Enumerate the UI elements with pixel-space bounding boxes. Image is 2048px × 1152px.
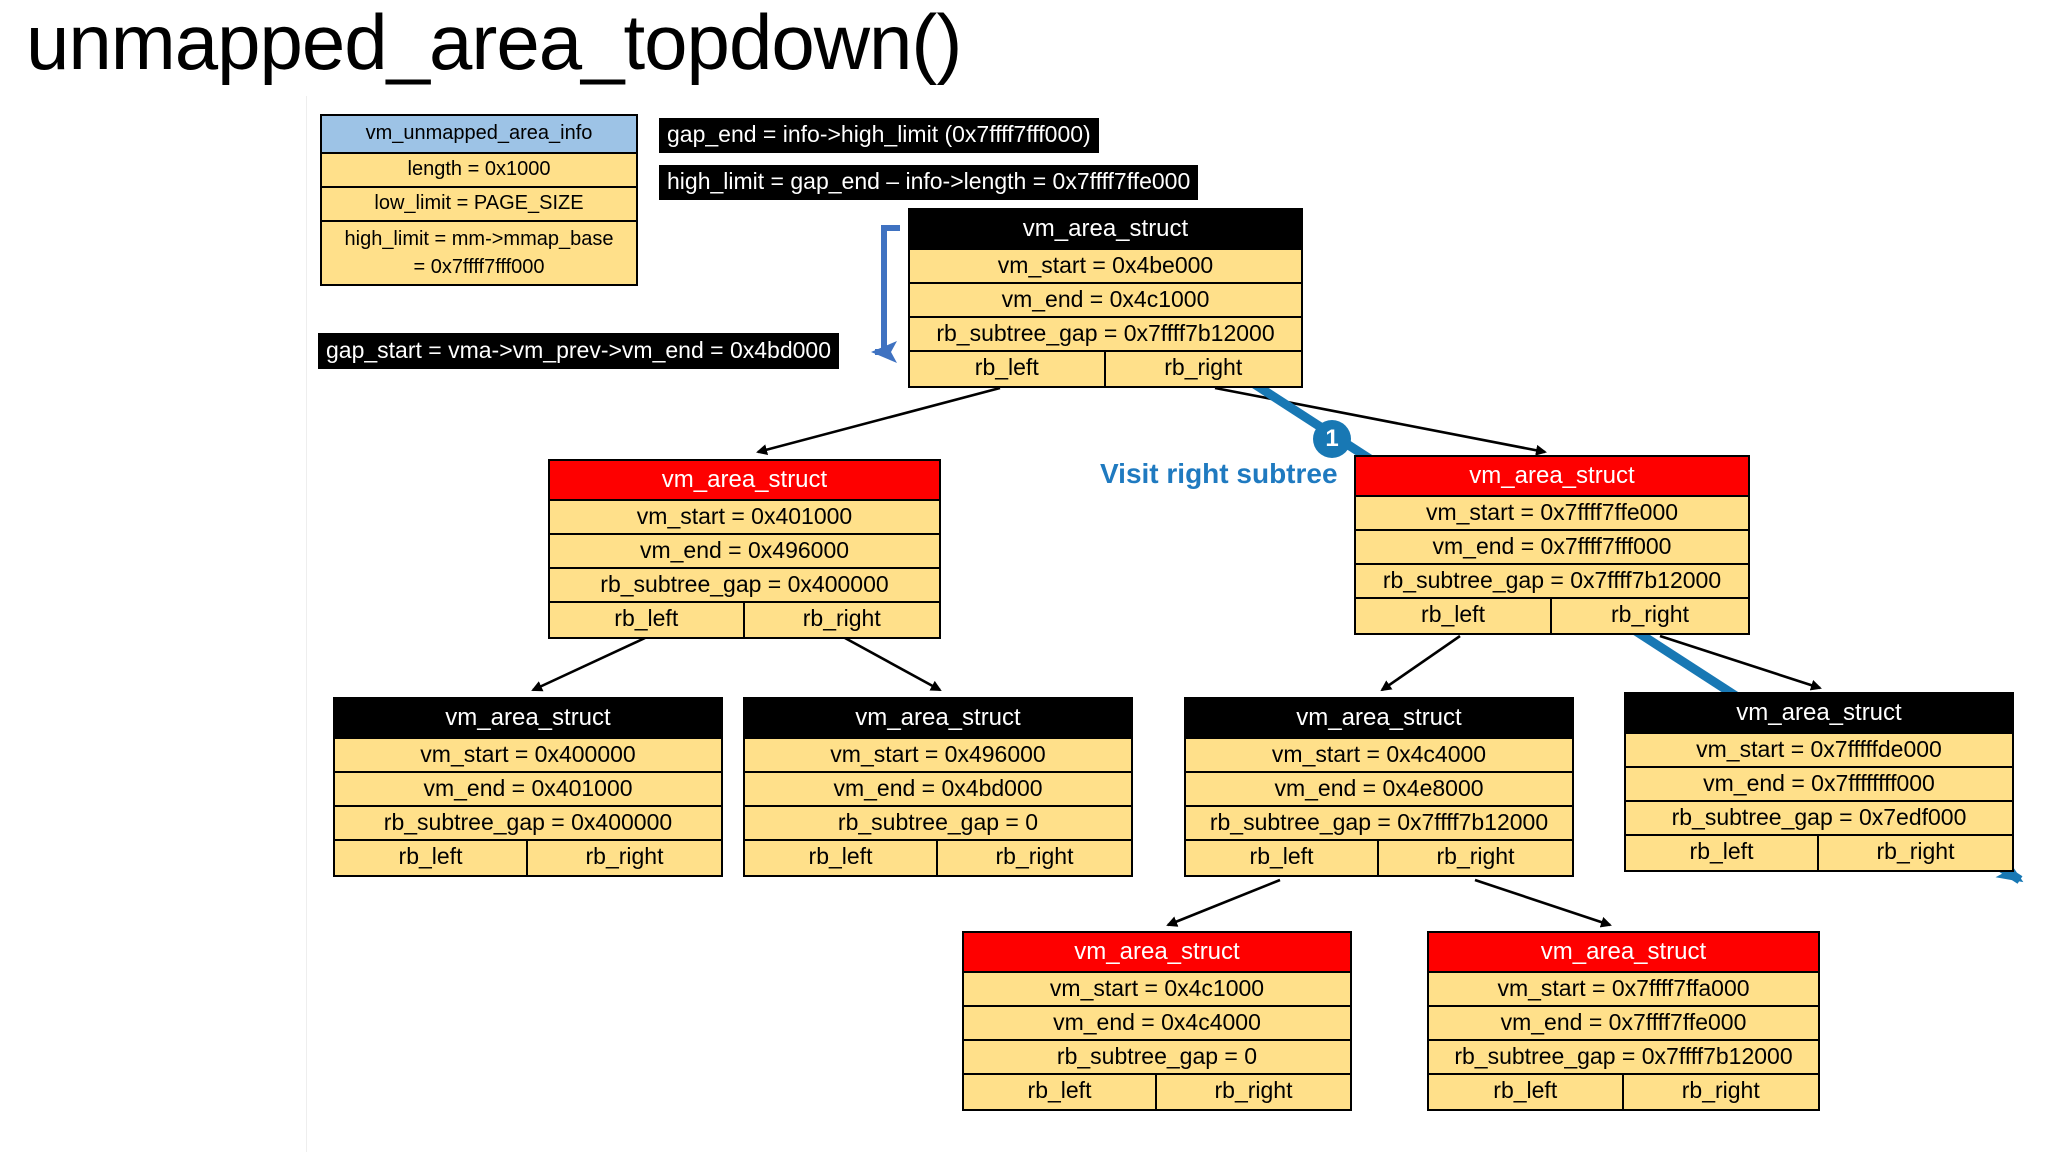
node-l3-a-rb-right: rb_right	[585, 843, 664, 869]
vm-unmapped-area-info-box: vm_unmapped_area_info length = 0x1000 lo…	[320, 114, 638, 286]
node-l4-b-vm-end: vm_end = 0x7ffff7ffe000	[1429, 1007, 1818, 1041]
node-l4-a-gap: rb_subtree_gap = 0	[964, 1041, 1350, 1075]
node-l3-d-vm-end: vm_end = 0x7ffffffff000	[1626, 768, 2012, 802]
node-l2-left-rb-right: rb_right	[802, 605, 881, 631]
node-l3-d-gap: rb_subtree_gap = 0x7edf000	[1626, 802, 2012, 836]
node-l3-d-title: vm_area_struct	[1626, 694, 2012, 734]
node-root: vm_area_struct vm_start = 0x4be000 vm_en…	[908, 208, 1303, 388]
visit-right-subtree-label: Visit right subtree	[1100, 458, 1338, 489]
node-l3-c-rb-right: rb_right	[1436, 843, 1515, 869]
node-l4-b-rb-left: rb_left	[1429, 1075, 1624, 1109]
node-l4-a-vm-end: vm_end = 0x4c4000	[964, 1007, 1350, 1041]
node-l2-right-gap: rb_subtree_gap = 0x7ffff7b12000	[1356, 565, 1748, 599]
node-l3-c: vm_area_struct vm_start = 0x4c4000 vm_en…	[1184, 697, 1574, 877]
info-box-row-high-limit: high_limit = mm->mmap_base = 0x7ffff7fff…	[322, 222, 636, 284]
node-l2-right-rb-right: rb_right	[1611, 601, 1689, 627]
node-l4-a-vm-start: vm_start = 0x4c1000	[964, 973, 1350, 1007]
callout-gap-end: gap_end = info->high_limit (0x7ffff7fff0…	[659, 118, 1099, 153]
node-l3-c-rb-left: rb_left	[1186, 841, 1379, 875]
node-l3-a-links: rb_left rb_right	[335, 841, 721, 875]
node-l2-right-vm-start: vm_start = 0x7ffff7ffe000	[1356, 497, 1748, 531]
node-l4-a: vm_area_struct vm_start = 0x4c1000 vm_en…	[962, 931, 1352, 1111]
node-l2-left-vm-start: vm_start = 0x401000	[550, 501, 939, 535]
info-box-high-limit-line1: high_limit = mm->mmap_base	[344, 228, 614, 250]
node-l4-b-title: vm_area_struct	[1429, 933, 1818, 973]
node-l3-d-rb-left: rb_left	[1626, 836, 1819, 870]
node-l4-a-rb-right: rb_right	[1214, 1077, 1293, 1103]
node-l3-a-rb-left: rb_left	[335, 841, 528, 875]
node-l4-a-rb-left: rb_left	[964, 1075, 1157, 1109]
node-root-rb-right: rb_right	[1164, 354, 1243, 380]
node-l3-c-title: vm_area_struct	[1186, 699, 1572, 739]
node-l3-c-vm-end: vm_end = 0x4e8000	[1186, 773, 1572, 807]
node-l2-right-links: rb_left rb_right	[1356, 599, 1748, 633]
node-l2-left: vm_area_struct vm_start = 0x401000 vm_en…	[548, 459, 941, 639]
node-l3-b-rb-right: rb_right	[995, 843, 1074, 869]
node-l4-b-rb-right: rb_right	[1681, 1077, 1760, 1103]
node-l3-b: vm_area_struct vm_start = 0x496000 vm_en…	[743, 697, 1133, 877]
node-l3-b-gap: rb_subtree_gap = 0	[745, 807, 1131, 841]
node-root-links: rb_left rb_right	[910, 352, 1301, 386]
node-l2-left-rb-left: rb_left	[550, 603, 745, 637]
info-box-title: vm_unmapped_area_info	[322, 116, 636, 154]
node-l3-b-title: vm_area_struct	[745, 699, 1131, 739]
slide-left-rule	[306, 96, 307, 1152]
node-root-gap: rb_subtree_gap = 0x7ffff7b12000	[910, 318, 1301, 352]
node-l3-c-gap: rb_subtree_gap = 0x7ffff7b12000	[1186, 807, 1572, 841]
info-box-row-low-limit: low_limit = PAGE_SIZE	[322, 188, 636, 222]
node-root-rb-left: rb_left	[910, 352, 1106, 386]
node-l4-b-vm-start: vm_start = 0x7ffff7ffa000	[1429, 973, 1818, 1007]
node-l4-a-links: rb_left rb_right	[964, 1075, 1350, 1109]
node-l4-b: vm_area_struct vm_start = 0x7ffff7ffa000…	[1427, 931, 1820, 1111]
node-l3-d-rb-right: rb_right	[1876, 838, 1955, 864]
node-l4-b-gap: rb_subtree_gap = 0x7ffff7b12000	[1429, 1041, 1818, 1075]
step-badge-1: 1	[1313, 420, 1351, 458]
node-root-vm-start: vm_start = 0x4be000	[910, 250, 1301, 284]
node-l4-b-links: rb_left rb_right	[1429, 1075, 1818, 1109]
node-l3-a-vm-start: vm_start = 0x400000	[335, 739, 721, 773]
node-l2-left-vm-end: vm_end = 0x496000	[550, 535, 939, 569]
node-l3-c-vm-start: vm_start = 0x4c4000	[1186, 739, 1572, 773]
node-l3-a-gap: rb_subtree_gap = 0x400000	[335, 807, 721, 841]
node-l3-d: vm_area_struct vm_start = 0x7fffffde000 …	[1624, 692, 2014, 872]
node-l2-right-rb-left: rb_left	[1356, 599, 1552, 633]
node-l2-right: vm_area_struct vm_start = 0x7ffff7ffe000…	[1354, 455, 1750, 635]
node-l2-right-title: vm_area_struct	[1356, 457, 1748, 497]
node-l3-c-links: rb_left rb_right	[1186, 841, 1572, 875]
node-l3-b-vm-end: vm_end = 0x4bd000	[745, 773, 1131, 807]
node-l4-a-title: vm_area_struct	[964, 933, 1350, 973]
node-l3-b-vm-start: vm_start = 0x496000	[745, 739, 1131, 773]
node-l2-left-gap: rb_subtree_gap = 0x400000	[550, 569, 939, 603]
node-l2-left-title: vm_area_struct	[550, 461, 939, 501]
node-l3-d-links: rb_left rb_right	[1626, 836, 2012, 870]
node-l3-b-rb-left: rb_left	[745, 841, 938, 875]
node-root-title: vm_area_struct	[910, 210, 1301, 250]
node-l3-a-vm-end: vm_end = 0x401000	[335, 773, 721, 807]
node-l3-a: vm_area_struct vm_start = 0x400000 vm_en…	[333, 697, 723, 877]
callout-gap-start: gap_start = vma->vm_prev->vm_end = 0x4bd…	[318, 333, 840, 369]
info-box-high-limit-line2: = 0x7ffff7fff000	[413, 256, 545, 278]
callout-high-limit: high_limit = gap_end – info->length = 0x…	[659, 165, 1199, 200]
node-l3-b-links: rb_left rb_right	[745, 841, 1131, 875]
node-l3-d-vm-start: vm_start = 0x7fffffde000	[1626, 734, 2012, 768]
node-l3-a-title: vm_area_struct	[335, 699, 721, 739]
info-box-row-length: length = 0x1000	[322, 154, 636, 188]
node-l2-right-vm-end: vm_end = 0x7ffff7fff000	[1356, 531, 1748, 565]
node-l2-left-links: rb_left rb_right	[550, 603, 939, 637]
node-root-vm-end: vm_end = 0x4c1000	[910, 284, 1301, 318]
page-title: unmapped_area_topdown()	[26, 0, 962, 86]
